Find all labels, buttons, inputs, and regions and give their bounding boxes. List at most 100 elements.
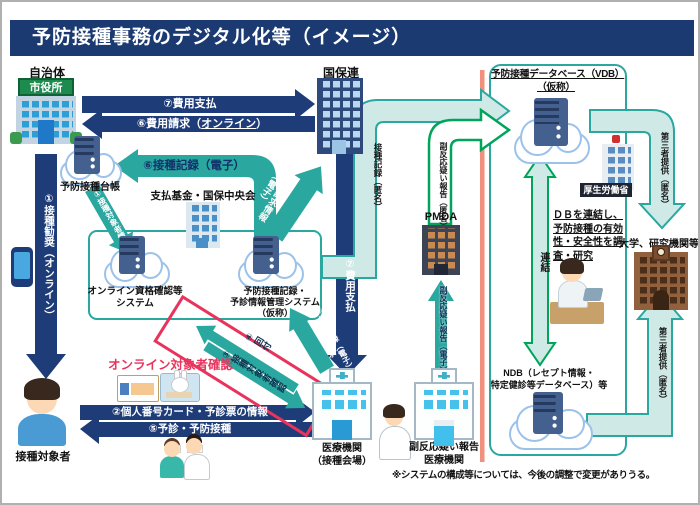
title-bar: 予防接種事務のデジタル化等（イメージ） [10,20,694,56]
label-record-system: 予防接種記録・ 予診情報管理システム （仮称） [220,286,330,319]
kokuhoren-door [332,140,346,154]
hospital2-windows [420,390,468,414]
laptop-icon [582,288,604,301]
label-adverse-report-anonymous: 副反応疑い報告（匿名） [439,142,448,230]
label-online-system: オンライン資格確認等 システム [86,286,184,310]
kiroku-sys-l3: （仮称） [256,308,293,318]
label-mynumber-card-info: ②個人番号カード・予診票の情報 [112,406,268,418]
university-clock-icon [657,248,665,256]
footnote: ※システムの構成等については、今後の調整で変更がありうる。 [392,470,655,481]
hosp1-l2: （接種会場） [312,455,372,467]
doctor-hair [383,404,405,418]
researcher-hair [560,258,584,274]
shrub-left [10,132,22,144]
label-target-person: 接種対象者 [15,451,71,463]
label-vaccination-recommendation: ①接種勧奨（オンライン） [43,193,55,321]
label-hospital1: 医療機関 （接種会場） [305,443,379,468]
hosp2-l1: 副反応疑い報告 [409,442,479,453]
arrow-vaccination-recommendation [26,154,66,379]
divider-line [480,70,485,462]
payment-fund-door [196,238,208,248]
hosp1-l1: 医療機関 [322,443,362,454]
kokuhoren-building-icon [317,78,363,154]
page-title: 予防接種事務のデジタル化等（イメージ） [32,27,412,48]
ndb-l1: NDB（レセプト情報・ [503,368,595,378]
ndb-server-icon [533,392,563,434]
db-note-l2: 予防接種の有効 [553,223,623,235]
doctor-body [379,426,411,460]
label-adverse-report-electronic: 副反応疑い報告（電子） [439,286,448,374]
vdb-l2: （仮称） [537,82,575,93]
cityhall-sign: 市役所 [18,78,74,96]
label-record-anonymous: 接種記録（匿名） [373,143,383,211]
patient-body [160,456,184,478]
arrow-adverse-report-electronic [428,280,454,370]
label-online-check: オンライン対象者確認 [108,358,234,372]
label-hospital2: 副反応疑い報告 医療機関 [400,442,488,467]
mhlw-emblem-icon [612,135,620,143]
hospital2-door [434,420,454,446]
patient-face [164,441,180,457]
arrow-target-confirmation [203,341,306,409]
arrow-db-link [523,153,557,367]
label-ledger: 予防接種台帳 [60,182,120,193]
record-system-server-icon [253,236,279,274]
vdb-l1: 予防接種データベース（VDB） [491,69,625,80]
label-third-party-bottom: 第三者提供（匿名） [658,326,668,404]
arrow-cost-billing [82,109,315,139]
arrow-cost-payment-top [82,89,315,120]
online-sys-l1: オンライン資格確認等 [87,286,183,297]
billing-pre: ⑥費用請求（ [136,118,202,130]
label-cost-payment-vertical: ⑦費用支払 [344,258,356,312]
label-third-party-top: 第三者提供（匿名） [660,131,670,209]
hospital1-door [332,420,352,440]
arrow-billing-info-electronic [265,166,323,242]
hosp2-l2: 医療機関 [424,454,464,466]
label-kokuhoren: 国保連 [322,66,359,80]
label-pmda: PMDA [424,211,458,223]
billing-online: オンライン [201,118,257,130]
ndb-cloud-icon [509,404,593,450]
label-payment-fund: 支払基金・国保中央会 [150,190,256,202]
pipe-adverse-report-anonymous [427,107,512,226]
db-note-l1: ＤＢを連結し、 [553,210,623,221]
hospital1-windows [318,390,366,414]
db-note-l3: 性・安全性を調 [553,237,623,248]
label-examination-vaccination: ⑤予診・予防接種 [148,423,232,435]
pipe-third-party-top [589,109,687,230]
db-note-l4: 査・研究 [553,250,593,262]
reception-desk [166,392,192,398]
label-db-link: 連結 [538,252,549,272]
person-hair [24,378,60,400]
arrow-kaifu [196,325,299,393]
label-municipality: 自治体 [28,66,65,80]
card-photo [120,383,129,395]
online-system-server-icon [119,236,145,274]
vdb-database-box [489,64,627,456]
pmda-door [434,264,448,275]
label-cost-payment-top: ⑦費用支払 [163,98,217,110]
kiroku-sys-l2: 予診情報管理システム [230,297,320,307]
rabbit-head-icon [171,377,189,393]
nurse-body [184,454,210,480]
label-university: 大学、研究機関等 [618,235,698,250]
label-mhlw: 厚生労働省 [580,183,632,197]
person-body [18,414,66,446]
smartphone-icon [11,247,33,287]
kiroku-sys-l1: 予防接種記録・ [243,286,307,296]
ndb-l2: 特定健診等データベース）等 [490,379,608,390]
cityhall-door [38,120,54,144]
nurse-face [186,438,202,454]
label-vdb: 予防接種データベース（VDB） （仮称） [491,68,625,94]
card-stripe [131,383,154,395]
arrow-record-and-billing [289,308,334,374]
online-sys-l2: システム [116,298,154,309]
label-ndb: NDB（レセプト情報・ 特定健診等データベース）等 [490,368,608,391]
label-cost-billing: ⑥費用請求（オンライン） [94,116,310,132]
ledger-server-icon [74,136,100,174]
label-record-electronic: ⑥接種記録（電子） [143,160,245,172]
vdb-server-icon [534,98,568,146]
arrow-examination-vaccination [80,415,315,444]
